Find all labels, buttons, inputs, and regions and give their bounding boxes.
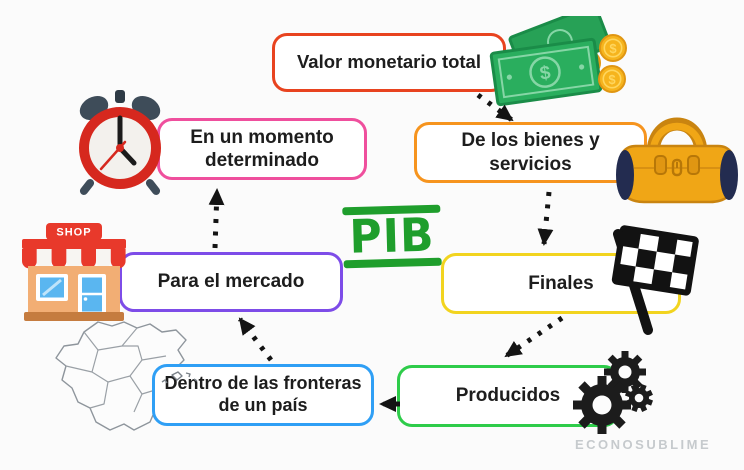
money-bills-coins-icon: $ $ $ $ [489,16,627,107]
arrow-bienes-to-finales [537,191,554,246]
node-para-el-mercado: Para el mercado [119,252,343,312]
arrow-fronteras-to-mercado [238,317,273,362]
watermark: ECONOSUBLIME [575,437,712,452]
svg-text:SHOP: SHOP [56,227,91,239]
svg-text:$: $ [608,72,616,87]
handbag-icon [616,117,738,204]
coin-bottom: $ [598,65,626,93]
islands-icon [161,371,198,384]
node-valor-monetario: Valor monetario total [272,33,506,92]
gears-icon [573,351,654,434]
node-bienes-servicios: De los bienes y servicios [414,122,647,183]
svg-text:$: $ [539,62,553,84]
pib-stamp: PIB [337,204,447,269]
node-fronteras-pais: Dentro de las fronteras de un país [152,364,374,426]
shop-store-icon: SHOP [21,223,126,321]
arrow-finales-to-producidos [504,315,564,359]
checkered-flag-icon [611,225,699,335]
alarm-clock-icon [79,90,161,195]
node-momento-determinado: En un momento determinado [157,118,367,180]
gear-medium [604,351,646,393]
coin-top: $ [599,34,627,62]
node-producidos: Producidos [397,365,619,427]
svg-text:$: $ [609,41,617,56]
arrow-mercado-to-momento [208,188,225,249]
gear-small [624,383,654,413]
stamp-label: PIB [348,208,436,265]
gear-large [573,376,631,434]
